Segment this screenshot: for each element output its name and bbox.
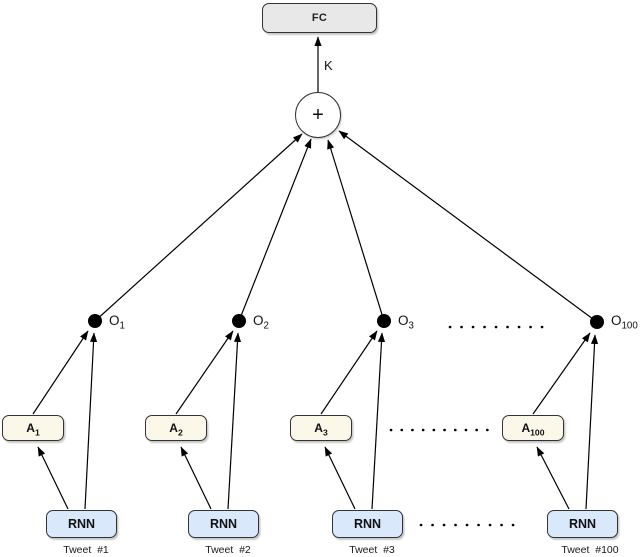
a-box-100: A100	[502, 415, 564, 441]
branch-1-arrows	[32, 133, 303, 510]
rnn-box-2: RNN	[188, 510, 259, 538]
rnn-box-1: RNN	[46, 510, 117, 538]
fc-label: FC	[311, 12, 328, 24]
branch-2-arrows	[175, 138, 312, 510]
o-label-2: O2	[253, 313, 269, 332]
o2-dot	[232, 314, 246, 328]
tweet-label-1: Tweet #1	[63, 544, 109, 556]
o3-dot	[377, 314, 391, 328]
tweet-label-2: Tweet #2	[205, 544, 251, 556]
branch-3-arrows	[320, 139, 391, 510]
tweet-label-100: Tweet #100	[561, 544, 619, 556]
a-box-2: A2	[145, 415, 207, 441]
tweet-label-3: Tweet #3	[349, 544, 395, 556]
sum-node: +	[295, 92, 341, 138]
a-box-3: A3	[290, 415, 352, 441]
rnn-box-3: RNN	[332, 510, 403, 538]
o100-dot	[590, 315, 604, 329]
branch-100-arrows	[338, 130, 604, 510]
a-box-1: A1	[2, 415, 64, 441]
o1-dot	[88, 314, 102, 328]
k-label: K	[324, 58, 333, 73]
o-label-1: O1	[109, 313, 125, 332]
o-label-3: O3	[398, 313, 414, 332]
plus-label: +	[312, 103, 324, 126]
fc-box: FC	[262, 3, 377, 33]
rnn-box-100: RNN	[547, 510, 618, 538]
o-label-100: O100	[611, 313, 638, 332]
